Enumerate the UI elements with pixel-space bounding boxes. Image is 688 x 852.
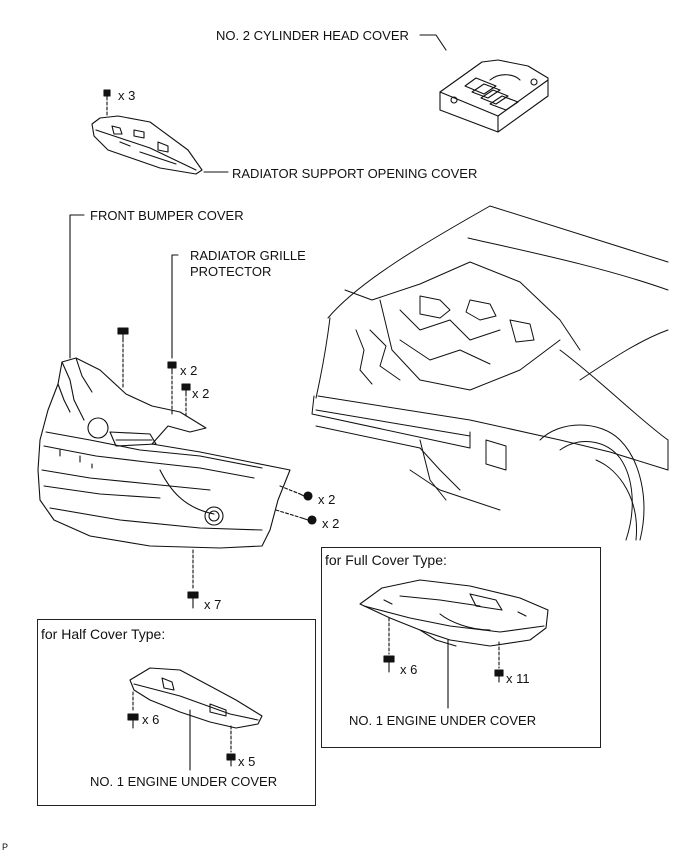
full-clip-icon: [494, 669, 504, 683]
side-screw-b-qty: x 2: [322, 516, 340, 531]
half-clip-qty: x 5: [238, 754, 256, 769]
front-bumper-cover-label: FRONT BUMPER COVER: [90, 208, 244, 223]
front-bumper-cover-part: [37, 357, 291, 549]
half-clip-icon: [226, 753, 236, 767]
half-cover-type-title: for Half Cover Type:: [41, 626, 166, 642]
support-cover-clip-icon: [103, 89, 111, 101]
grille-clip-a-qty: x 2: [180, 363, 198, 378]
full-bolt-qty: x 6: [400, 662, 418, 677]
grille-protector-leader: [171, 254, 179, 359]
front-bumper-leader: [69, 214, 85, 359]
support-cover-clip-qty: x 3: [118, 88, 136, 103]
cylinder-head-cover-label: NO. 2 CYLINDER HEAD COVER: [216, 28, 409, 43]
vehicle-front-illustration: [311, 205, 669, 541]
radiator-support-cover-part: [91, 115, 203, 175]
cylinder-head-cover-leader: [419, 34, 447, 51]
grille-protector-label-line1: RADIATOR GRILLE: [190, 248, 306, 263]
full-bolt-icon: [383, 655, 395, 673]
bumper-top-bolt-icon: [117, 327, 129, 343]
full-clip-qty: x 11: [506, 671, 530, 686]
grille-clip-a-icon: [167, 361, 177, 375]
half-engine-under-cover-part: [129, 667, 263, 729]
radiator-support-cover-label: RADIATOR SUPPORT OPENING COVER: [232, 166, 478, 181]
half-cover-type-panel: for Half Cover Type:: [37, 619, 316, 806]
grille-clip-b-qty: x 2: [192, 386, 210, 401]
side-screw-b-icon: [301, 515, 317, 525]
full-cover-type-title: for Full Cover Type:: [325, 552, 447, 568]
bottom-bolt-qty: x 7: [204, 597, 222, 612]
grille-clip-b-icon: [181, 383, 191, 397]
full-cover-type-panel: for Full Cover Type:: [321, 547, 601, 748]
half-bolt-icon: [127, 713, 139, 729]
full-engine-under-cover-part: [359, 579, 549, 647]
half-under-cover-label: NO. 1 ENGINE UNDER COVER: [90, 774, 278, 789]
cylinder-head-cover-part: [439, 59, 549, 133]
half-bolt-qty: x 6: [142, 712, 160, 727]
grille-protector-label-line2: PROTECTOR: [190, 264, 272, 279]
bottom-bolt-icon: [187, 591, 199, 609]
full-under-cover-label: NO. 1 ENGINE UNDER COVER: [349, 713, 537, 728]
figure-reference: P: [2, 842, 9, 852]
side-screw-a-icon: [299, 491, 313, 501]
side-screw-a-qty: x 2: [318, 492, 336, 507]
